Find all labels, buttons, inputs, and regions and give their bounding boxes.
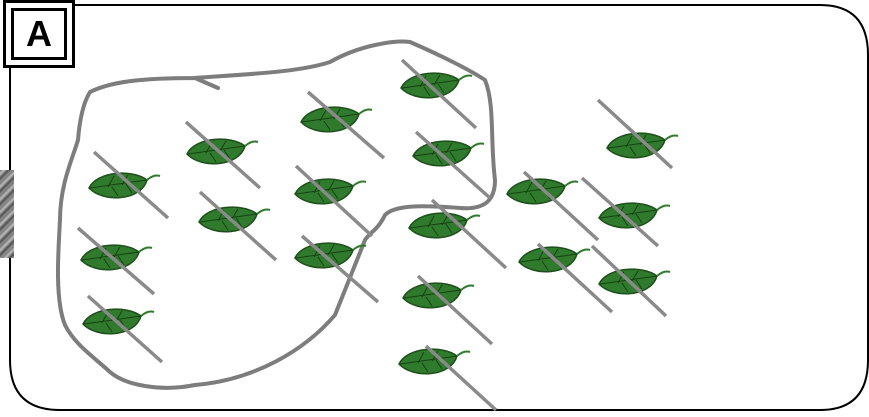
leaf-stem [459,76,472,81]
leaf-stem [657,206,670,211]
leaf-icon [519,244,612,312]
leaf-blade [187,139,245,164]
leaf-icon [598,100,678,168]
leaf-stem [467,216,480,221]
leaf-stem [245,142,258,147]
leaf-icon [199,192,276,260]
leaf-blade [599,203,657,228]
panel-label-inner-frame: A [11,8,67,60]
leaves-layer [78,60,678,410]
leaf-stem [141,312,154,317]
leaf-stem [565,182,578,187]
leaf-icon [78,228,154,294]
leaf-icon [295,236,378,302]
leaf-icon [409,200,506,268]
leaf-stem [139,248,152,253]
leaf-stem [359,110,372,115]
leaf-stem [471,144,484,149]
leaf-stem [461,286,474,291]
leaf-icon [301,92,384,158]
leaf-icon [413,132,490,198]
photo-fragment [0,170,14,258]
leaf-stem [147,176,160,181]
leaf-icon [295,166,372,236]
leaf-blade [199,207,257,232]
leaf-stem [353,182,366,187]
panel-label-frame: A [3,0,75,68]
leaf-icon [403,276,492,344]
leaf-blade [89,173,147,198]
leaf-icon [89,152,168,218]
leaf-stem [657,272,670,277]
panel-label: A [26,16,52,52]
leaf-stem [577,250,590,255]
leaf-icon [186,122,260,188]
leaf-blade [399,349,457,374]
leaf-icon [399,346,496,410]
strike-line [426,346,496,410]
leaf-blade [83,309,141,334]
leaf-stem [257,210,270,215]
leaf-icon [83,296,162,362]
leaf-stem [665,136,678,141]
leaf-stem [457,352,470,357]
